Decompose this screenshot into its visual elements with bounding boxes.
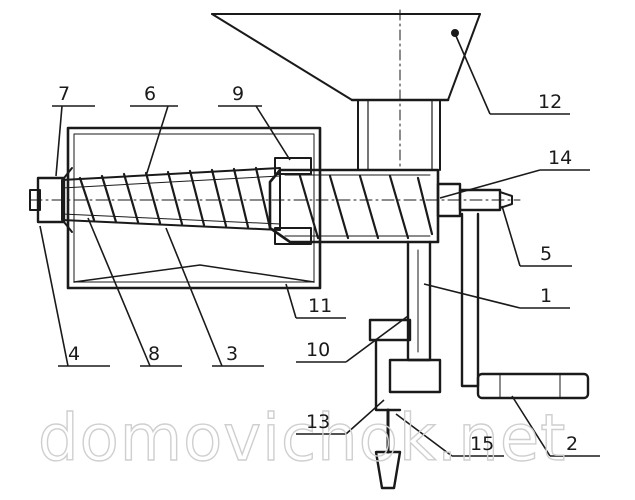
leader-1 xyxy=(423,283,570,309)
callout-9: 9 xyxy=(232,83,244,105)
body-stand xyxy=(388,240,442,394)
leader-2 xyxy=(511,395,600,457)
crank-handle xyxy=(460,212,590,400)
callout-14: 14 xyxy=(548,147,572,169)
callout-13: 13 xyxy=(306,411,330,433)
rear-shaft xyxy=(436,182,513,218)
callout-10: 10 xyxy=(306,339,330,361)
leader-13 xyxy=(296,399,385,435)
leader-14 xyxy=(439,169,590,199)
callout-15: 15 xyxy=(470,433,494,455)
leader-15 xyxy=(395,413,504,457)
leader-3 xyxy=(165,227,264,367)
leader-5 xyxy=(501,205,572,267)
callout-12: 12 xyxy=(538,91,562,113)
leader-11 xyxy=(285,283,346,319)
callout-11: 11 xyxy=(308,295,332,317)
table-clamp xyxy=(368,318,412,490)
callout-7: 7 xyxy=(58,83,70,105)
leader-7 xyxy=(52,105,95,177)
juicer-drawing xyxy=(29,9,590,490)
leader-8 xyxy=(87,217,182,367)
front-cap xyxy=(29,167,73,233)
leader-4 xyxy=(39,225,110,367)
callout-labels: 7 6 9 12 14 5 1 11 10 4 8 3 13 15 2 xyxy=(58,83,578,455)
callout-5: 5 xyxy=(540,243,552,265)
leader-6 xyxy=(130,105,178,177)
leader-10 xyxy=(296,315,409,363)
callout-3: 3 xyxy=(226,343,238,365)
hopper xyxy=(211,9,481,171)
callout-4: 4 xyxy=(68,343,80,365)
watermark: domovichok.net xyxy=(38,402,566,476)
screw-housing xyxy=(268,157,440,245)
callout-8: 8 xyxy=(148,343,160,365)
leader-12 xyxy=(455,35,570,115)
callout-6: 6 xyxy=(144,83,156,105)
callout-2: 2 xyxy=(566,433,578,455)
leader-lines xyxy=(39,35,600,457)
callout-1: 1 xyxy=(540,285,552,307)
juice-tray xyxy=(66,126,322,290)
leader-9 xyxy=(218,105,291,161)
